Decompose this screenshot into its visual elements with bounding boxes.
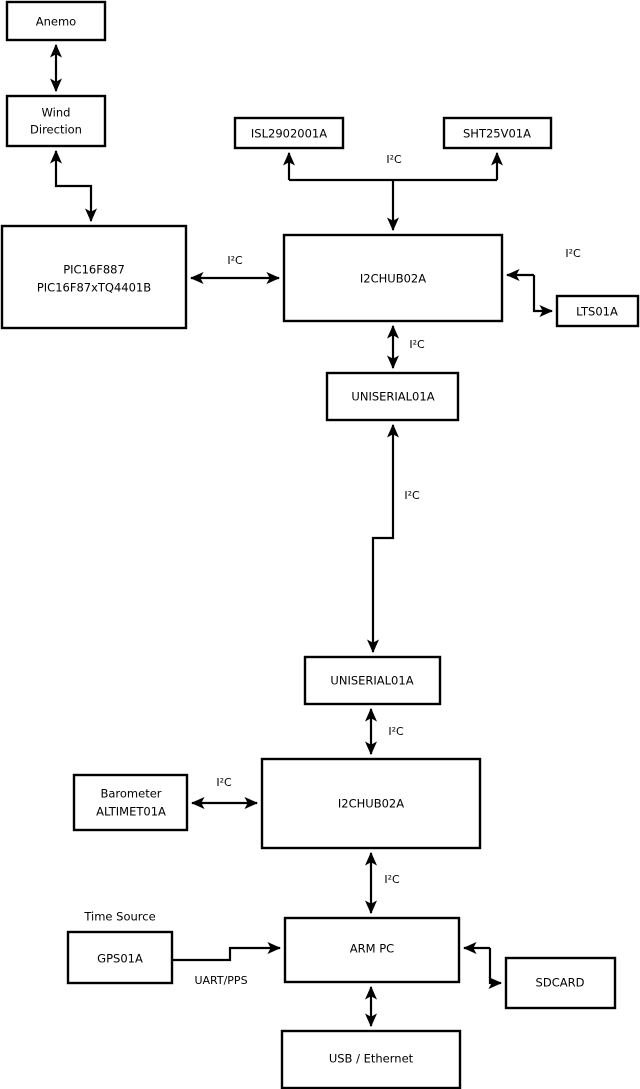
edge-label-uniserial-link: I²C bbox=[404, 489, 420, 502]
node-uniserial01a-top-label: UNISERIAL01A bbox=[351, 390, 434, 404]
edge-label-hub-uniserial: I²C bbox=[409, 338, 425, 351]
label-time-source: Time Source bbox=[83, 910, 155, 924]
edge-wind-pic bbox=[49, 149, 98, 223]
edge-label-uniserial-hub-bottom: I²C bbox=[388, 725, 404, 738]
node-isl2902001a[interactable]: ISL2902001A bbox=[233, 116, 345, 150]
node-uniserial01a-bottom[interactable]: UNISERIAL01A bbox=[303, 655, 442, 706]
node-isl2902001a-label: ISL2902001A bbox=[251, 127, 327, 141]
node-arm-pc[interactable]: ARM PC bbox=[283, 916, 461, 984]
node-i2chub02a-top-label: I2CHUB02A bbox=[360, 272, 426, 286]
node-barometer-label-line2: ALTIMET01A bbox=[96, 805, 166, 819]
node-i2chub02a-bottom[interactable]: I2CHUB02A bbox=[260, 757, 482, 850]
node-uniserial01a-top[interactable]: UNISERIAL01A bbox=[325, 371, 460, 422]
node-anemo[interactable]: Anemo bbox=[5, 0, 107, 42]
node-i2chub02a-top[interactable]: I2CHUB02A bbox=[282, 233, 504, 323]
node-pic-mcu-label-line2: PIC16F87xTQ4401B bbox=[37, 281, 151, 295]
node-sht25v01a[interactable]: SHT25V01A bbox=[442, 116, 553, 150]
node-lts01a[interactable]: LTS01A bbox=[555, 294, 640, 328]
edge-gps-armpc bbox=[172, 941, 282, 962]
edge-labels-layer: I²C I²C I²C I²C I²C I²C I²C I²C UART/PPS bbox=[194, 153, 581, 987]
free-labels-layer: Time Source bbox=[83, 910, 155, 924]
node-barometer-label-line1: Barometer bbox=[100, 787, 161, 801]
edge-label-hub-isl-sht: I²C bbox=[386, 153, 402, 166]
edge-armpc-sdcard-out bbox=[488, 948, 503, 990]
node-pic-mcu-label-line1: PIC16F887 bbox=[63, 263, 125, 277]
node-anemo-label: Anemo bbox=[36, 15, 76, 29]
edge-label-gps-armpc: UART/PPS bbox=[194, 974, 247, 987]
edge-label-hub-lts: I²C bbox=[565, 247, 581, 260]
node-i2chub02a-bottom-label: I2CHUB02A bbox=[338, 797, 404, 811]
node-wind-direction[interactable]: Wind Direction bbox=[5, 94, 107, 148]
node-gps01a-label: GPS01A bbox=[97, 952, 143, 966]
node-wind-direction-label-line1: Wind bbox=[42, 106, 71, 120]
node-gps01a[interactable]: GPS01A bbox=[66, 930, 174, 985]
node-barometer[interactable]: Barometer ALTIMET01A bbox=[72, 773, 189, 832]
node-usb-ethernet[interactable]: USB / Ethernet bbox=[280, 1029, 462, 1089]
edge-label-pic-hub: I²C bbox=[227, 254, 243, 267]
edge-hub-lts-out bbox=[532, 275, 554, 318]
node-sht25v01a-label: SHT25V01A bbox=[463, 127, 531, 141]
node-sdcard[interactable]: SDCARD bbox=[504, 956, 617, 1010]
node-pic-mcu[interactable]: PIC16F887 PIC16F87xTQ4401B bbox=[0, 224, 188, 330]
edge-uniserial-link bbox=[366, 423, 400, 654]
node-arm-pc-label: ARM PC bbox=[350, 942, 394, 956]
edge-label-hub-armpc: I²C bbox=[384, 873, 400, 886]
node-sdcard-label: SDCARD bbox=[536, 976, 585, 990]
node-usb-ethernet-label: USB / Ethernet bbox=[329, 1052, 414, 1066]
node-uniserial01a-bottom-label: UNISERIAL01A bbox=[330, 674, 413, 688]
edge-label-barometer-hub: I²C bbox=[216, 776, 232, 789]
node-lts01a-label: LTS01A bbox=[576, 305, 618, 319]
node-wind-direction-label-line2: Direction bbox=[30, 123, 82, 137]
edges-layer bbox=[49, 43, 554, 1028]
